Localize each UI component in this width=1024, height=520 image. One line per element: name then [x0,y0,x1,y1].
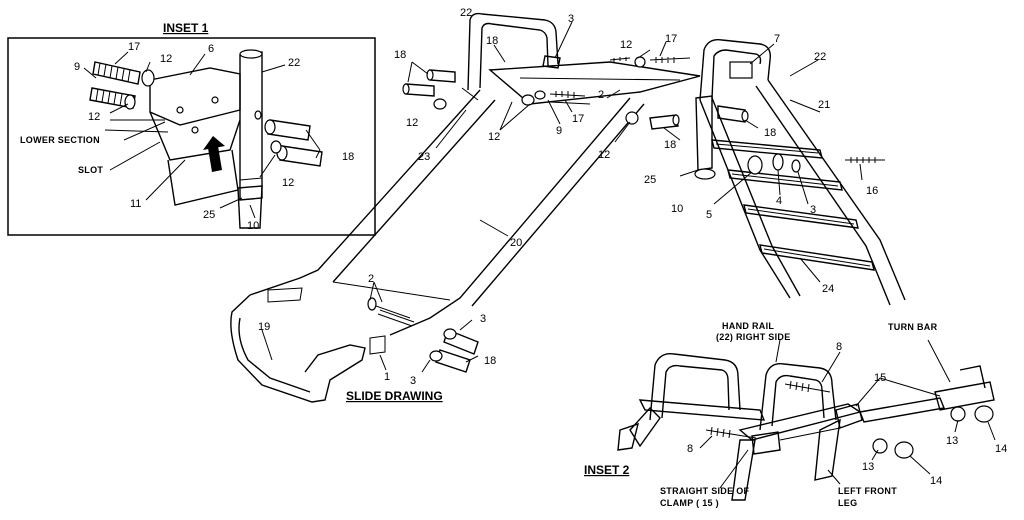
clamp-15-label: CLAMP ( 15 ) [660,498,719,508]
lower-section-label: LOWER SECTION [20,135,100,145]
ladder-steps [711,139,875,271]
inset-1-label-9: 9 [74,61,80,73]
inset-1-tube [237,49,263,229]
label-3a: 3 [568,13,574,25]
knob-14b-icon [894,441,914,459]
inset-1-label-12b: 12 [88,111,100,123]
label-1: 1 [384,371,390,383]
label-12c: 12 [488,131,500,143]
label-20: 20 [510,237,522,249]
knob-14a-icon [974,405,994,423]
label-17a: 17 [665,33,677,45]
inset-1-leaders [83,51,321,219]
label-18b: 18 [394,49,406,61]
label-12a: 12 [620,39,632,51]
label-12b: 12 [406,117,418,129]
label-5: 5 [706,209,712,221]
label-18a: 18 [486,35,498,47]
label-2a: 2 [598,89,604,101]
main-hardware [367,55,885,373]
slot-label: SLOT [78,165,103,175]
hand-rail-right [699,39,771,101]
label-24: 24 [822,283,834,295]
inset-1-label-11: 11 [130,198,141,210]
label-12d: 12 [598,149,610,161]
inset-2-title: INSET 2 [584,463,630,477]
clamp-7 [729,61,753,79]
label-10: 10 [671,203,683,215]
left-front-leg [814,418,841,481]
inset-1-label-12a: 12 [160,53,172,65]
label-18d: 18 [764,127,776,139]
inset-2-label-14a: 14 [995,443,1007,455]
inset-1-label-17: 17 [128,41,140,53]
inset-1: INSET 1 [7,21,376,236]
inset-1-bracket [104,67,241,206]
inset-1-frame [7,37,376,236]
main-leaders [261,21,863,373]
straight-side-label: STRAIGHT SIDE OF [660,486,750,496]
label-2b: 2 [368,273,374,285]
slide-rail-left [249,89,481,296]
inset-1-label-18: 18 [342,151,354,163]
ladder-side-21 [767,79,906,301]
turn-bar [859,397,945,423]
label-18c: 18 [664,139,676,151]
label-4: 4 [776,195,782,207]
hand-rail-label: HAND RAIL [722,321,774,331]
turn-bar-label: TURN BAR [888,322,938,332]
label-19: 19 [258,321,270,333]
slot-arrow-icon [208,146,222,172]
label-18e: 18 [484,355,496,367]
left-front-label: LEFT FRONT [838,486,897,496]
inset-2-label-14b: 14 [930,475,942,487]
washer-12-icon [141,69,155,87]
inset-1-title: INSET 1 [163,21,209,35]
label-3d: 3 [410,375,416,387]
hand-rail-right-side-label: (22) RIGHT SIDE [716,332,791,342]
inset-1-label-12c: 12 [282,177,294,189]
inset-1-label-10: 10 [247,220,259,232]
inset-2-rail-left [649,353,741,421]
inset-2: HAND RAIL (22) RIGHT SIDE 8 TURN BAR 15 … [584,321,1007,508]
label-22b: 22 [814,51,826,63]
label-9: 9 [556,125,562,137]
label-22a: 22 [460,7,472,19]
slide-assembly: 22 3 18 18 12 17 7 22 12 2 12 9 17 12 23… [230,7,906,403]
label-21: 21 [818,99,830,111]
inset-1-pins [254,110,323,167]
slide-exit-19 [230,294,366,403]
label-3b: 3 [810,204,816,216]
top-platform [488,61,701,105]
clamp-15 [835,403,863,429]
inset-2-label-13a: 13 [946,435,958,447]
post-25 [695,95,713,171]
inset-2-rail-right [759,363,837,431]
label-16: 16 [866,185,878,197]
inset-2-leaders [699,339,996,489]
inset-2-label-8a: 8 [836,341,842,353]
inset-2-label-8b: 8 [687,443,693,455]
label-17b: 17 [572,113,584,125]
inset-1-bolts [89,61,155,110]
inset-2-label-15: 15 [874,372,886,384]
label-25: 25 [644,174,656,186]
cap-10 [694,168,716,180]
inset-2-label-13b: 13 [862,461,874,473]
leg-label: LEG [838,498,857,508]
label-7: 7 [774,33,780,45]
inset-1-label-25: 25 [203,209,215,221]
inset-1-label-22: 22 [288,57,300,69]
label-23: 23 [418,151,430,163]
hand-rail-left [467,12,559,91]
slide-rail-right [389,97,631,336]
inset-1-label-6: 6 [208,43,214,55]
label-3c: 3 [480,313,486,325]
slide-drawing-title: SLIDE DRAWING [346,389,443,403]
